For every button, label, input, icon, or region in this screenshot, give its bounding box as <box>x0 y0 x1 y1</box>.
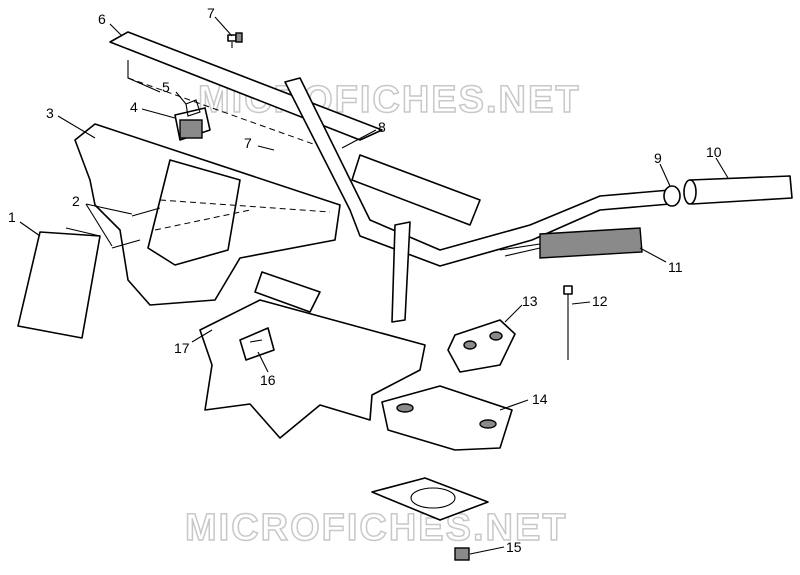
part-11-grip-left <box>499 227 643 259</box>
callout-13: 13 <box>522 293 538 309</box>
part-2-screws <box>111 207 161 249</box>
callout-9: 9 <box>654 150 662 166</box>
callout-10: 10 <box>706 144 722 160</box>
part-10-grip-right <box>683 175 793 205</box>
part-3-headlight-pod <box>74 123 341 306</box>
part-1-cover <box>17 227 101 339</box>
callout-12: 12 <box>592 293 608 309</box>
callout-3: 3 <box>46 105 54 121</box>
callout-15: 15 <box>506 539 522 555</box>
part-14-lower-clamp <box>381 385 513 451</box>
part-12-bolt <box>563 285 573 360</box>
part-13-upper-clamp <box>447 319 516 373</box>
callout-16: 16 <box>260 372 276 388</box>
callout-4: 4 <box>130 99 138 115</box>
callout-11: 11 <box>668 259 683 275</box>
callout-2: 2 <box>72 193 80 209</box>
callout-labels: 1 2 3 4 5 6 7 7 8 9 10 11 12 13 14 15 16… <box>8 5 722 555</box>
part-15-nut <box>454 547 470 561</box>
callout-17: 17 <box>174 340 190 356</box>
callout-5: 5 <box>162 79 170 95</box>
callout-14: 14 <box>532 391 548 407</box>
callout-7-top: 7 <box>207 5 215 21</box>
mount-plate <box>371 477 489 521</box>
part-9-end-cap <box>663 185 681 207</box>
callout-7-mid: 7 <box>244 135 252 151</box>
part-7-screw-top <box>227 32 243 48</box>
callout-1: 1 <box>8 209 16 225</box>
watermark-bottom: MICROFICHES.NET <box>185 507 568 549</box>
callout-6: 6 <box>98 11 106 27</box>
mount-rail <box>351 154 481 226</box>
leader-lines <box>19 16 729 555</box>
callout-8: 8 <box>378 119 386 135</box>
part-16-bracket <box>239 327 275 361</box>
part-4-switch-housing <box>174 99 211 141</box>
